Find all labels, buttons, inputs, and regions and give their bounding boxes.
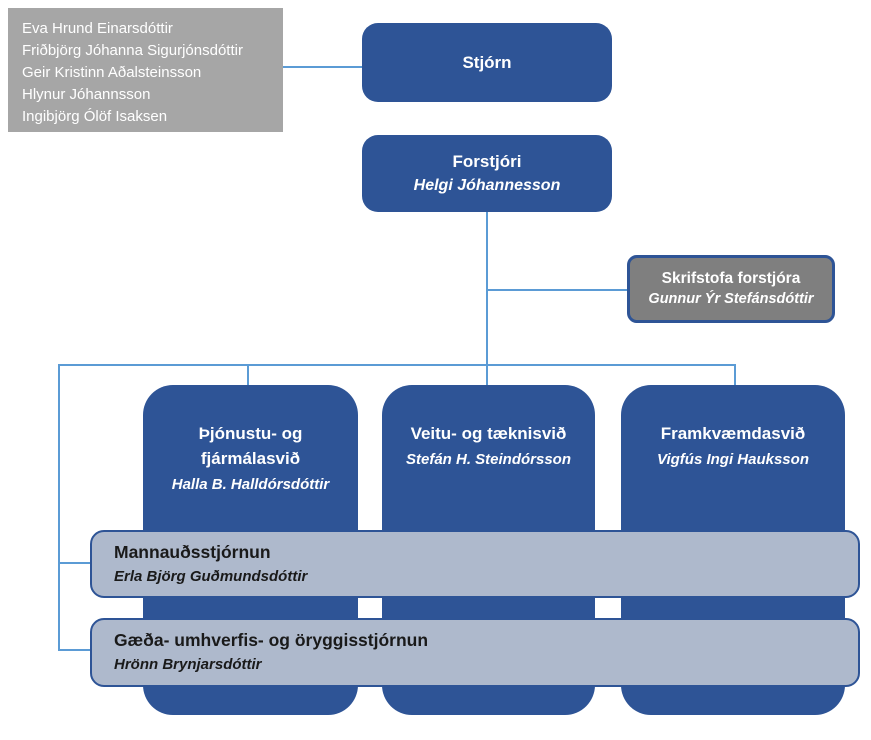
connector-drop-division-1 [247,364,249,386]
board-title: Stjórn [462,52,512,72]
ceo-office-name: Gunnur Ýr Stefánsdóttir [648,291,814,307]
connector-stub-cross-unit-1 [58,562,92,564]
board-members-box: Eva Hrund Einarsdóttir Friðbjörg Jóhanna… [8,8,283,132]
division-name: Vigfús Ingi Hauksson [657,451,809,468]
ceo-office-title: Skrifstofa forstjóra [661,270,801,287]
connector-main-horizontal [58,364,736,366]
board-member-name: Ingibjörg Ólöf Isaksen [22,108,168,125]
division-title: Þjónustu- og fjármálasvið [198,424,303,468]
board-node: Stjórn [362,23,612,102]
cross-unit-quality-bar: Gæða- umhverfis- og öryggisstjórnun Hrön… [90,618,860,687]
ceo-node: Forstjóri Helgi Jóhannesson [362,135,612,212]
connector-ceo-down [486,212,488,385]
cross-unit-name: Erla Björg Guðmundsdóttir [114,568,308,585]
connector-ceo-to-office [487,289,627,291]
cross-unit-title: Mannauðsstjórnun [114,542,271,562]
division-name: Stefán H. Steindórsson [405,451,572,468]
ceo-name: Helgi Jóhannesson [413,176,561,194]
cross-unit-title: Gæða- umhverfis- og öryggisstjórnun [114,630,429,650]
connector-members-to-board [283,66,362,68]
division-name: Halla B. Halldórsdóttir [171,476,330,493]
ceo-office-node: Skrifstofa forstjóra Gunnur Ýr Stefánsdó… [627,255,835,323]
division-title: Veitu- og tæknisvið [410,424,567,443]
ceo-title: Forstjóri [452,151,522,171]
connector-left-rail [58,364,60,651]
board-member-name: Eva Hrund Einarsdóttir [22,20,173,37]
connector-drop-division-3 [734,364,736,386]
board-member-name: Friðbjörg Jóhanna Sigurjónsdóttir [22,42,243,59]
division-title: Framkvæmdasvið [660,424,806,443]
cross-unit-name: Hrönn Brynjarsdóttir [114,656,262,673]
board-member-name: Geir Kristinn Aðalsteinsson [22,64,202,81]
cross-unit-hr-bar: Mannauðsstjórnun Erla Björg Guðmundsdótt… [90,530,860,598]
board-member-name: Hlynur Jóhannsson [22,86,151,103]
connector-stub-cross-unit-2 [58,649,92,651]
